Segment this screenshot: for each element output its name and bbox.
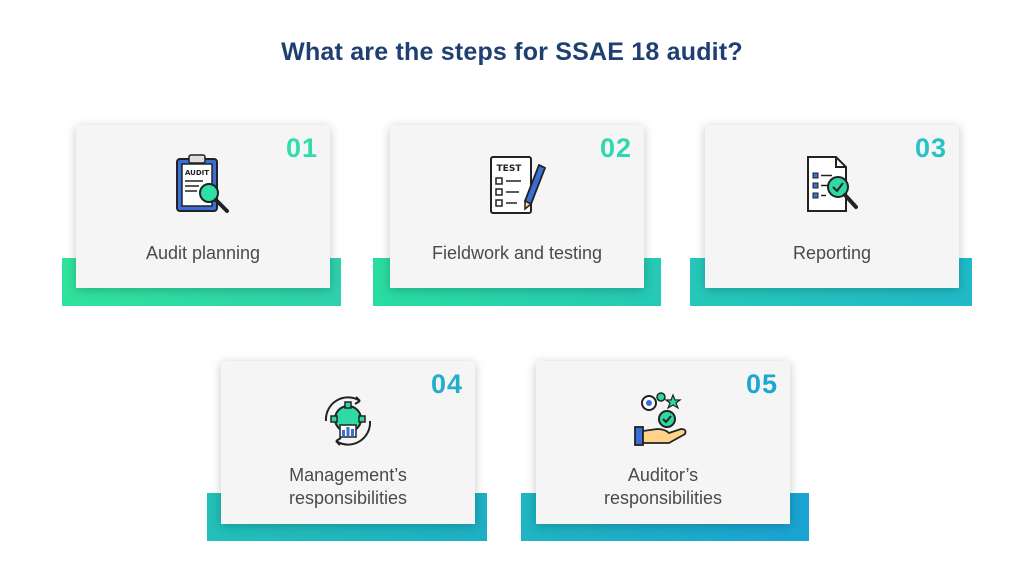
svg-text:AUDIT: AUDIT [185,169,209,177]
step-label: Fieldwork and testing [431,243,603,263]
step-number: 04 [430,369,463,399]
auditor-hand-gears-icon [629,387,697,455]
step-card-04: 04 Management’s responsibilities [221,361,475,524]
step-card-02: 02 TEST Fieldwork and testing [390,125,644,288]
step-card-01: 01 AUDIT Audit planning [76,125,330,288]
management-gear-cycle-icon [314,387,382,455]
step-number: 05 [745,369,778,399]
step-card-05: 05 Auditor’s responsibilities [536,361,790,524]
step-number: 03 [914,133,947,163]
page-title: What are the steps for SSAE 18 audit? [281,38,743,66]
svg-text:TEST: TEST [497,164,523,174]
step-card-03: 03 Reporting [705,125,959,288]
step-number: 02 [599,133,632,163]
step-label: Management’s responsibilities [288,465,408,508]
step-label: Auditor’s responsibilities [603,465,723,508]
step-label: Reporting [792,243,872,263]
step-number: 01 [285,133,318,163]
report-document-magnifier-icon [798,151,866,219]
test-checklist-pencil-icon: TEST [483,151,551,219]
audit-clipboard-magnifier-icon: AUDIT [169,151,237,219]
step-label: Audit planning [145,243,261,263]
